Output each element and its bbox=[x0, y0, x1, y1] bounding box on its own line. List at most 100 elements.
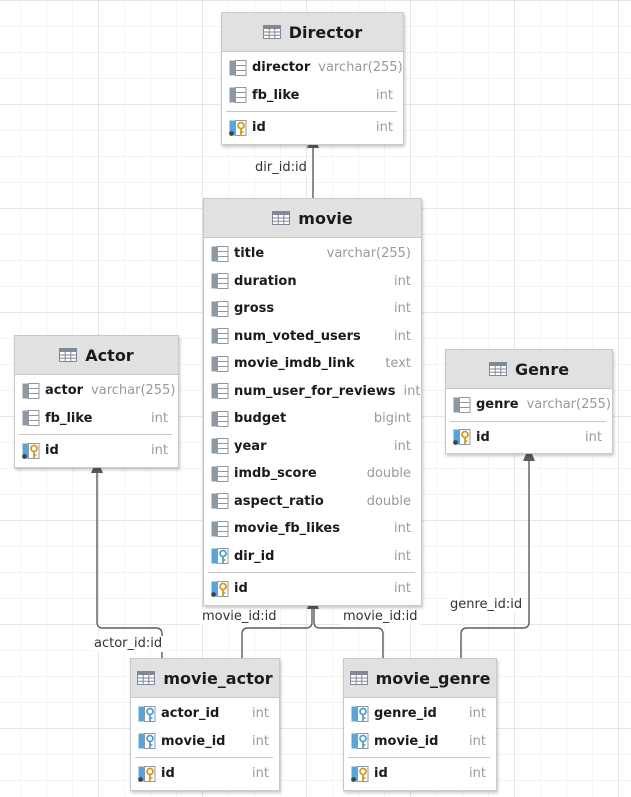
column-icon bbox=[211, 328, 229, 345]
column-name: id bbox=[161, 766, 175, 782]
column-name: gross bbox=[234, 301, 275, 317]
column-name: aspect_ratio bbox=[234, 493, 324, 509]
column-type: int bbox=[151, 410, 168, 426]
key-list: id int bbox=[222, 112, 403, 144]
column-name: genre_id bbox=[374, 706, 437, 722]
column-type: int bbox=[376, 87, 393, 103]
column-type: double bbox=[366, 466, 411, 482]
column-type: int bbox=[469, 706, 486, 722]
table-header[interactable]: movie bbox=[204, 199, 421, 238]
table-icon bbox=[262, 25, 281, 39]
column-icon bbox=[229, 59, 247, 76]
column-type: int bbox=[585, 429, 602, 445]
table-icon bbox=[272, 211, 291, 225]
column-type: varchar(255) bbox=[91, 383, 176, 399]
column-type: int bbox=[252, 766, 269, 782]
column-row-fb-like[interactable]: fb_like int bbox=[222, 82, 403, 110]
relation-label-movie-actor-movie: movie_id:id bbox=[200, 609, 279, 625]
column-type: int bbox=[394, 328, 411, 344]
key-divider bbox=[226, 111, 397, 112]
column-name: actor_id bbox=[161, 706, 220, 722]
column-name: duration bbox=[234, 273, 297, 289]
relation-label-movie-genre-movie: movie_id:id bbox=[341, 609, 420, 625]
column-type: double bbox=[366, 493, 411, 509]
column-name: fb_like bbox=[252, 87, 300, 103]
column-type: int bbox=[469, 733, 486, 749]
table-header[interactable]: Actor bbox=[15, 336, 178, 375]
column-name: director bbox=[252, 60, 311, 76]
column-row-imdb-score[interactable]: imdb_score double bbox=[204, 460, 421, 488]
column-name: imdb_score bbox=[234, 466, 317, 482]
column-row-genre-id[interactable]: genre_id int bbox=[344, 700, 496, 728]
column-row-id[interactable]: id int bbox=[222, 114, 403, 142]
relation-label-movie-director: dir_id:id bbox=[253, 160, 309, 176]
column-name: id bbox=[252, 120, 266, 136]
column-row-num-user-for-reviews[interactable]: num_user_for_reviews int bbox=[204, 378, 421, 406]
column-icon bbox=[211, 410, 229, 427]
relation-line-movie-actor-movie bbox=[241, 606, 313, 658]
primary-key-icon bbox=[22, 442, 40, 459]
table-header[interactable]: Director bbox=[222, 13, 403, 52]
column-name: num_user_for_reviews bbox=[234, 383, 396, 399]
column-name: year bbox=[234, 438, 267, 454]
key-divider bbox=[19, 434, 172, 435]
relation-label-genre-movie-genre: genre_id:id bbox=[448, 597, 525, 613]
foreign-key-icon bbox=[211, 548, 229, 565]
table-name: movie_actor bbox=[163, 668, 273, 688]
primary-key-icon bbox=[453, 429, 471, 446]
table-name: Actor bbox=[85, 345, 134, 365]
column-name: movie_id bbox=[374, 733, 439, 749]
column-type: int bbox=[469, 766, 486, 782]
column-row-movie-id[interactable]: movie_id int bbox=[344, 728, 496, 756]
column-name: movie_fb_likes bbox=[234, 521, 340, 537]
relation-line-movie-genre-movie bbox=[313, 606, 384, 658]
table-header[interactable]: movie_genre bbox=[344, 659, 496, 698]
arrowhead-genre bbox=[523, 447, 535, 461]
key-divider bbox=[450, 420, 606, 422]
column-name: fb_like bbox=[45, 410, 93, 426]
column-type: int bbox=[376, 120, 393, 136]
table-icon bbox=[349, 671, 368, 685]
column-row-fb-like[interactable]: fb_like int bbox=[15, 405, 178, 433]
column-type: int bbox=[403, 383, 421, 399]
table-name: Director bbox=[288, 22, 363, 42]
column-row-aspect-ratio[interactable]: aspect_ratio double bbox=[204, 488, 421, 516]
key-divider bbox=[348, 757, 490, 758]
column-name: budget bbox=[234, 411, 287, 427]
column-icon bbox=[211, 245, 229, 262]
table-name: Genre bbox=[514, 359, 570, 379]
column-type: int bbox=[394, 548, 411, 564]
table-header[interactable]: movie_actor bbox=[131, 659, 279, 698]
column-row-id[interactable]: id int bbox=[131, 760, 279, 788]
relation-line-movie-actor-actor bbox=[96, 470, 163, 658]
table-name: movie bbox=[298, 208, 353, 228]
table-header[interactable]: Genre bbox=[446, 350, 612, 389]
